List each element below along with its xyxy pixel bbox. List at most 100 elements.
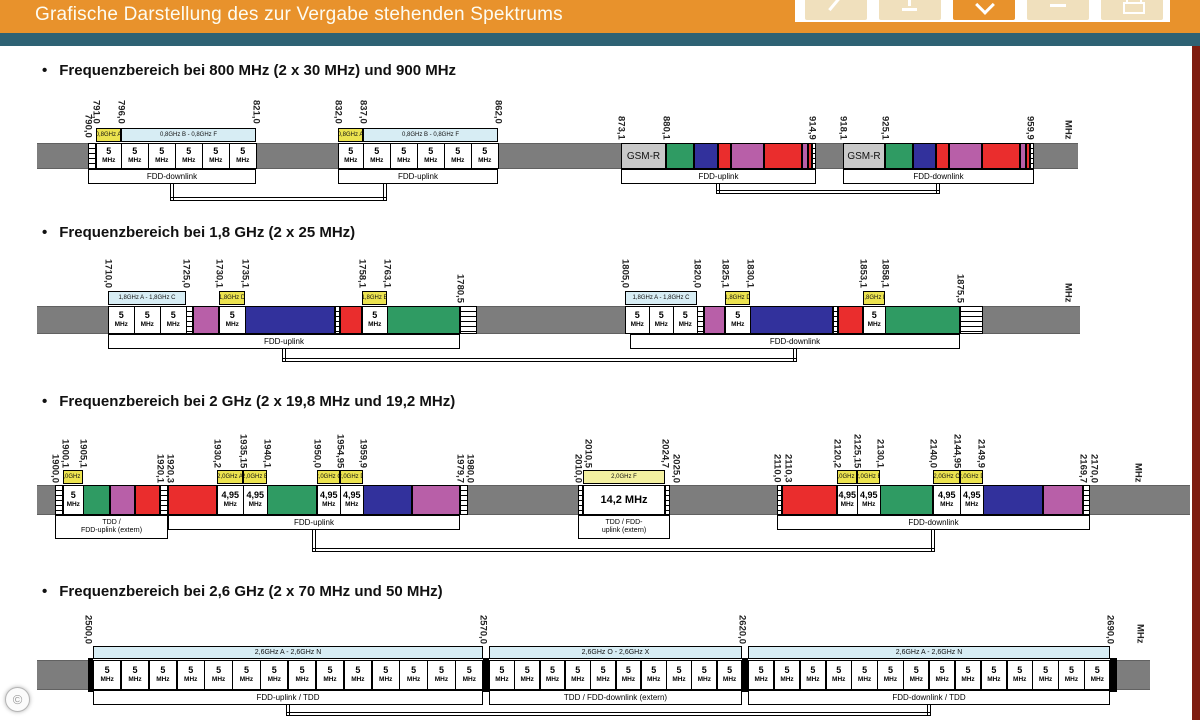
block-value: 5	[600, 665, 606, 676]
block-value: 5	[549, 665, 555, 676]
block-value: 4,95	[937, 490, 956, 501]
block-value: 5	[271, 665, 277, 676]
block-value: 5	[372, 310, 378, 321]
section-title: •Frequenzbereich bei 1,8 GHz (2 x 25 MHz…	[42, 224, 355, 241]
guard-band-hatch	[460, 306, 477, 334]
block-value: 4,95	[246, 490, 265, 501]
operator-segment-navy	[363, 485, 412, 515]
download-icon	[908, 0, 911, 6]
frequency-tick: 2110,0	[771, 454, 783, 483]
frequency-tick: 791,0	[90, 100, 102, 124]
block-unit: MHz	[545, 676, 560, 684]
guard-band-hatch	[460, 485, 468, 515]
block-unit: MHz	[351, 676, 365, 684]
download-button[interactable]	[879, 0, 941, 20]
block-unit: MHz	[1038, 676, 1053, 684]
block-unit: MHz	[647, 676, 661, 684]
frequency-tick: 959,9	[1024, 116, 1036, 140]
block-unit: MHz	[166, 321, 180, 329]
usage-bracket-label: FDD-downlink / TDD	[892, 692, 966, 702]
gsm-r-block: GSM-R	[843, 143, 885, 169]
operator-segment-magenta	[704, 306, 725, 334]
guard-band-hatch	[697, 306, 704, 334]
block-unit: MHz	[114, 321, 128, 329]
block-value: 5	[213, 146, 219, 157]
frequency-tick: 2125,15	[851, 433, 863, 468]
frequency-tick: 1730,1	[213, 258, 225, 288]
block-unit: MHz	[370, 157, 384, 165]
guard-band-hatch	[55, 485, 63, 515]
block-unit: MHz	[754, 676, 768, 684]
frequency-tick: 925,1	[879, 116, 891, 140]
copyright-badge: ©	[5, 687, 30, 712]
section-title-text: Frequenzbereich bei 2,6 GHz (2 x 70 MHz …	[59, 583, 443, 600]
block-unit: MHz	[987, 676, 1001, 684]
block-value: 4,95	[859, 490, 878, 501]
frequency-tick: 2120,2	[831, 438, 843, 468]
block-unit: MHz	[672, 676, 686, 684]
frequency-tick: 2010,5	[582, 438, 594, 468]
frequency-tick: 2110,3	[782, 454, 794, 483]
band-label: 2,0GHz D	[340, 470, 363, 484]
operator-segment-red	[782, 485, 837, 515]
block-value: 5	[1094, 665, 1100, 676]
frequency-tick: 862,0	[492, 100, 504, 124]
block-unit: MHz	[630, 321, 644, 329]
band-label: 2,0GHz D	[960, 470, 983, 484]
block-value: 5	[758, 665, 764, 676]
block-value: 5	[188, 665, 194, 676]
block-value: 5	[1043, 665, 1049, 676]
collapse-button[interactable]	[953, 0, 1015, 20]
bullet-icon: •	[42, 224, 48, 241]
block-value: 5	[913, 665, 919, 676]
block-unit: MHz	[935, 676, 949, 684]
block-unit: MHz	[462, 676, 476, 684]
frequency-tick: 1900,0	[49, 453, 61, 483]
block-value: 5	[170, 310, 176, 321]
operator-segment-green	[666, 143, 694, 169]
block-unit: MHz	[621, 676, 636, 684]
block-value: 5	[160, 665, 166, 676]
block-unit: MHz	[344, 157, 358, 165]
block-unit: MHz	[867, 321, 881, 329]
frequency-tick: 832,0	[332, 100, 344, 124]
frequency-tick: 2570,0	[477, 614, 489, 644]
frequency-tick: 1959,9	[357, 438, 369, 468]
block-value: 5	[383, 665, 389, 676]
block-unit: MHz	[940, 501, 954, 509]
print-button[interactable]	[1101, 0, 1163, 20]
block-unit: MHz	[184, 676, 198, 684]
usage-bracket: FDD-uplink	[108, 334, 460, 349]
block-unit: MHz	[571, 676, 585, 684]
connector-line	[716, 190, 940, 194]
frequency-tick: 1780,5	[454, 273, 466, 303]
operator-segment-magenta	[412, 485, 460, 515]
band-label: 1,8GHz A - 1,8GHz C	[108, 291, 186, 305]
usage-bracket-label: FDD-uplink (extern)	[80, 527, 143, 534]
block-value: 5	[455, 146, 461, 157]
block-unit: MHz	[961, 676, 975, 684]
block-unit: MHz	[965, 501, 979, 509]
section-title: •Frequenzbereich bei 2 GHz (2 x 19,8 MHz…	[42, 393, 455, 410]
minimize-button[interactable]	[1027, 0, 1089, 20]
usage-bracket-label: FDD-uplink	[293, 517, 334, 527]
usage-bracket-label: TDD / FDD-downlink (extern)	[563, 692, 668, 702]
block-unit: MHz	[697, 676, 711, 684]
edit-button[interactable]	[805, 0, 867, 20]
band-label: 1,8GHz D	[725, 291, 750, 305]
